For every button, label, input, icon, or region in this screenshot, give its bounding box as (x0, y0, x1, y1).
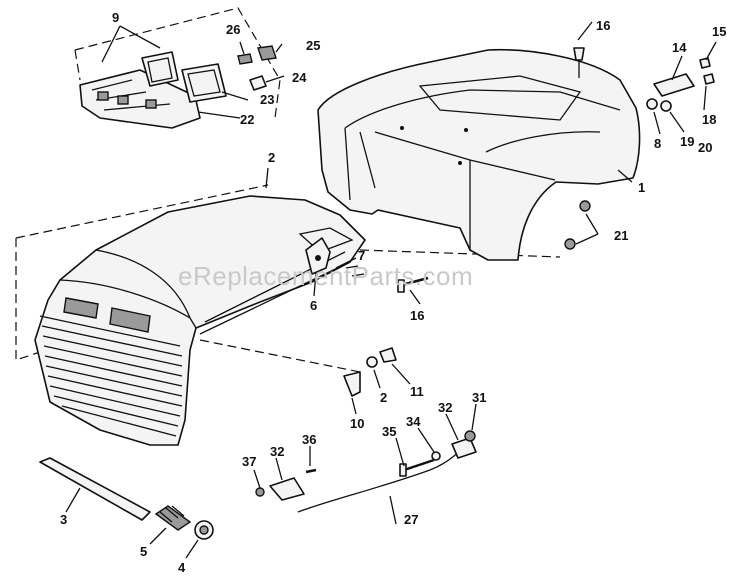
callout-21: 21 (614, 228, 628, 243)
grille (39, 315, 183, 437)
callout-16b: 16 (410, 308, 424, 323)
callout-10: 10 (350, 416, 364, 431)
callout-24: 24 (292, 70, 307, 85)
bracket-10 (343, 371, 361, 397)
callout-32a: 32 (270, 444, 284, 459)
callout-18: 18 (702, 112, 716, 127)
callout-5: 5 (140, 544, 147, 559)
callout-14: 14 (672, 40, 687, 55)
callout-35: 35 (382, 424, 396, 439)
latch-14 (653, 73, 695, 97)
leader-lines (65, 21, 717, 559)
callout-32b: 32 (438, 400, 452, 415)
callout-2a: 2 (268, 150, 275, 165)
callout-34: 34 (406, 414, 421, 429)
spring-5 (154, 505, 192, 531)
clip-32a (269, 477, 305, 501)
callout-6: 6 (310, 298, 317, 313)
callout-36: 36 (302, 432, 316, 447)
callout-20: 20 (698, 140, 712, 155)
callout-16a: 16 (596, 18, 610, 33)
hood-latch-bracket (305, 237, 331, 275)
support-rod-3 (39, 457, 151, 521)
headlight-opening-left (63, 297, 99, 319)
hardware-parts (39, 47, 715, 540)
callout-7: 7 (358, 248, 365, 263)
callout-11: 11 (410, 384, 424, 399)
headlight-assembly (79, 45, 277, 129)
callout-4: 4 (178, 560, 186, 575)
callout-23: 23 (260, 92, 274, 107)
headlight-opening-right (109, 307, 151, 333)
callout-labels: 1 2 2 3 4 5 6 7 8 9 10 11 14 15 16 16 18… (60, 10, 726, 575)
cable-27 (297, 441, 467, 513)
callout-25: 25 (306, 38, 320, 53)
callout-15: 15 (712, 24, 726, 39)
callout-3: 3 (60, 512, 67, 527)
watermark: eReplacementParts.com (178, 261, 473, 291)
callout-37: 37 (242, 454, 256, 469)
callout-27: 27 (404, 512, 418, 527)
rear-fender (317, 48, 641, 261)
callout-22: 22 (240, 112, 254, 127)
hood (34, 195, 366, 446)
clip-32b (451, 437, 477, 459)
callout-9: 9 (112, 10, 119, 25)
callout-2b: 2 (380, 390, 387, 405)
callout-26: 26 (226, 22, 240, 37)
callout-1: 1 (638, 180, 645, 195)
callout-8: 8 (654, 136, 661, 151)
callout-31: 31 (472, 390, 486, 405)
assembly-outlines (15, 7, 561, 373)
callout-19: 19 (680, 134, 694, 149)
